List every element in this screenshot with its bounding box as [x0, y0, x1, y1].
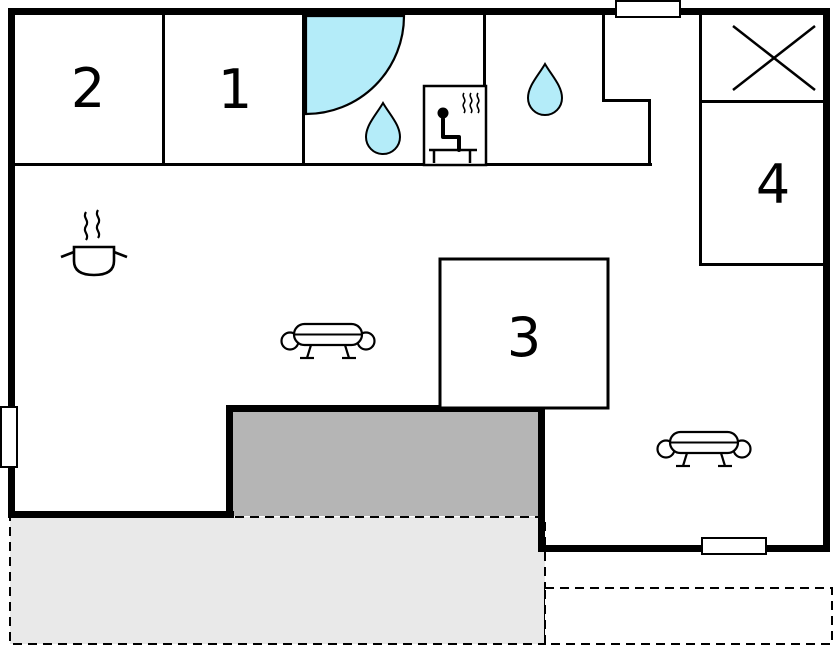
wall-room1-bath [302, 8, 305, 165]
wall-wc-right [602, 8, 605, 102]
wall-terrace-left [226, 405, 233, 518]
sofa-icon [656, 430, 752, 468]
terrace-inner [228, 408, 542, 516]
water-drop-icon [364, 101, 402, 155]
pot-handle-left [60, 250, 75, 259]
steam-wave-icon [95, 209, 101, 239]
room4-label: 4 [756, 153, 790, 216]
terrace-outer-right [544, 587, 833, 645]
wall-wc-step-h [602, 99, 651, 102]
wall-wc-step-v [648, 99, 651, 166]
wall-bottom-right [538, 545, 830, 552]
wall-room2-room1 [162, 8, 165, 165]
room1-label: 1 [218, 58, 252, 121]
sauna-person-head [437, 107, 449, 119]
wall-right-column [699, 8, 702, 266]
terrace-outer-left [9, 516, 546, 645]
water-drop-icon [526, 62, 564, 116]
pot-handle-right [113, 250, 128, 259]
window-opening-left [0, 406, 18, 468]
heat-wave-icon [469, 92, 473, 114]
sofa-icon [280, 322, 376, 360]
wall-right [823, 8, 830, 552]
sauna-icon [422, 84, 488, 167]
room2-label: 2 [71, 57, 105, 120]
crossed-out-area-icon [732, 25, 816, 91]
wall-terrace-right [538, 405, 545, 552]
wall-bottom-left [8, 511, 234, 518]
stove-pot-icon [60, 209, 128, 277]
steam-wave-icon [83, 211, 89, 241]
wall-left [8, 8, 15, 518]
window-opening-bottom [701, 537, 767, 555]
sauna-person-body [441, 117, 461, 152]
wall-below-top-rooms [14, 163, 652, 166]
wall-terrace-top [226, 405, 545, 412]
wall-top [8, 8, 830, 15]
heat-wave-icon [476, 92, 480, 114]
pot-body [72, 245, 116, 277]
room3-outline [438, 257, 610, 410]
wall-below-crossed-room [699, 100, 823, 103]
wall-below-room4 [699, 263, 823, 266]
window-opening-top [615, 0, 681, 18]
heat-wave-icon [462, 92, 466, 114]
room3-label: 3 [507, 306, 541, 369]
shower-icon [304, 14, 406, 116]
